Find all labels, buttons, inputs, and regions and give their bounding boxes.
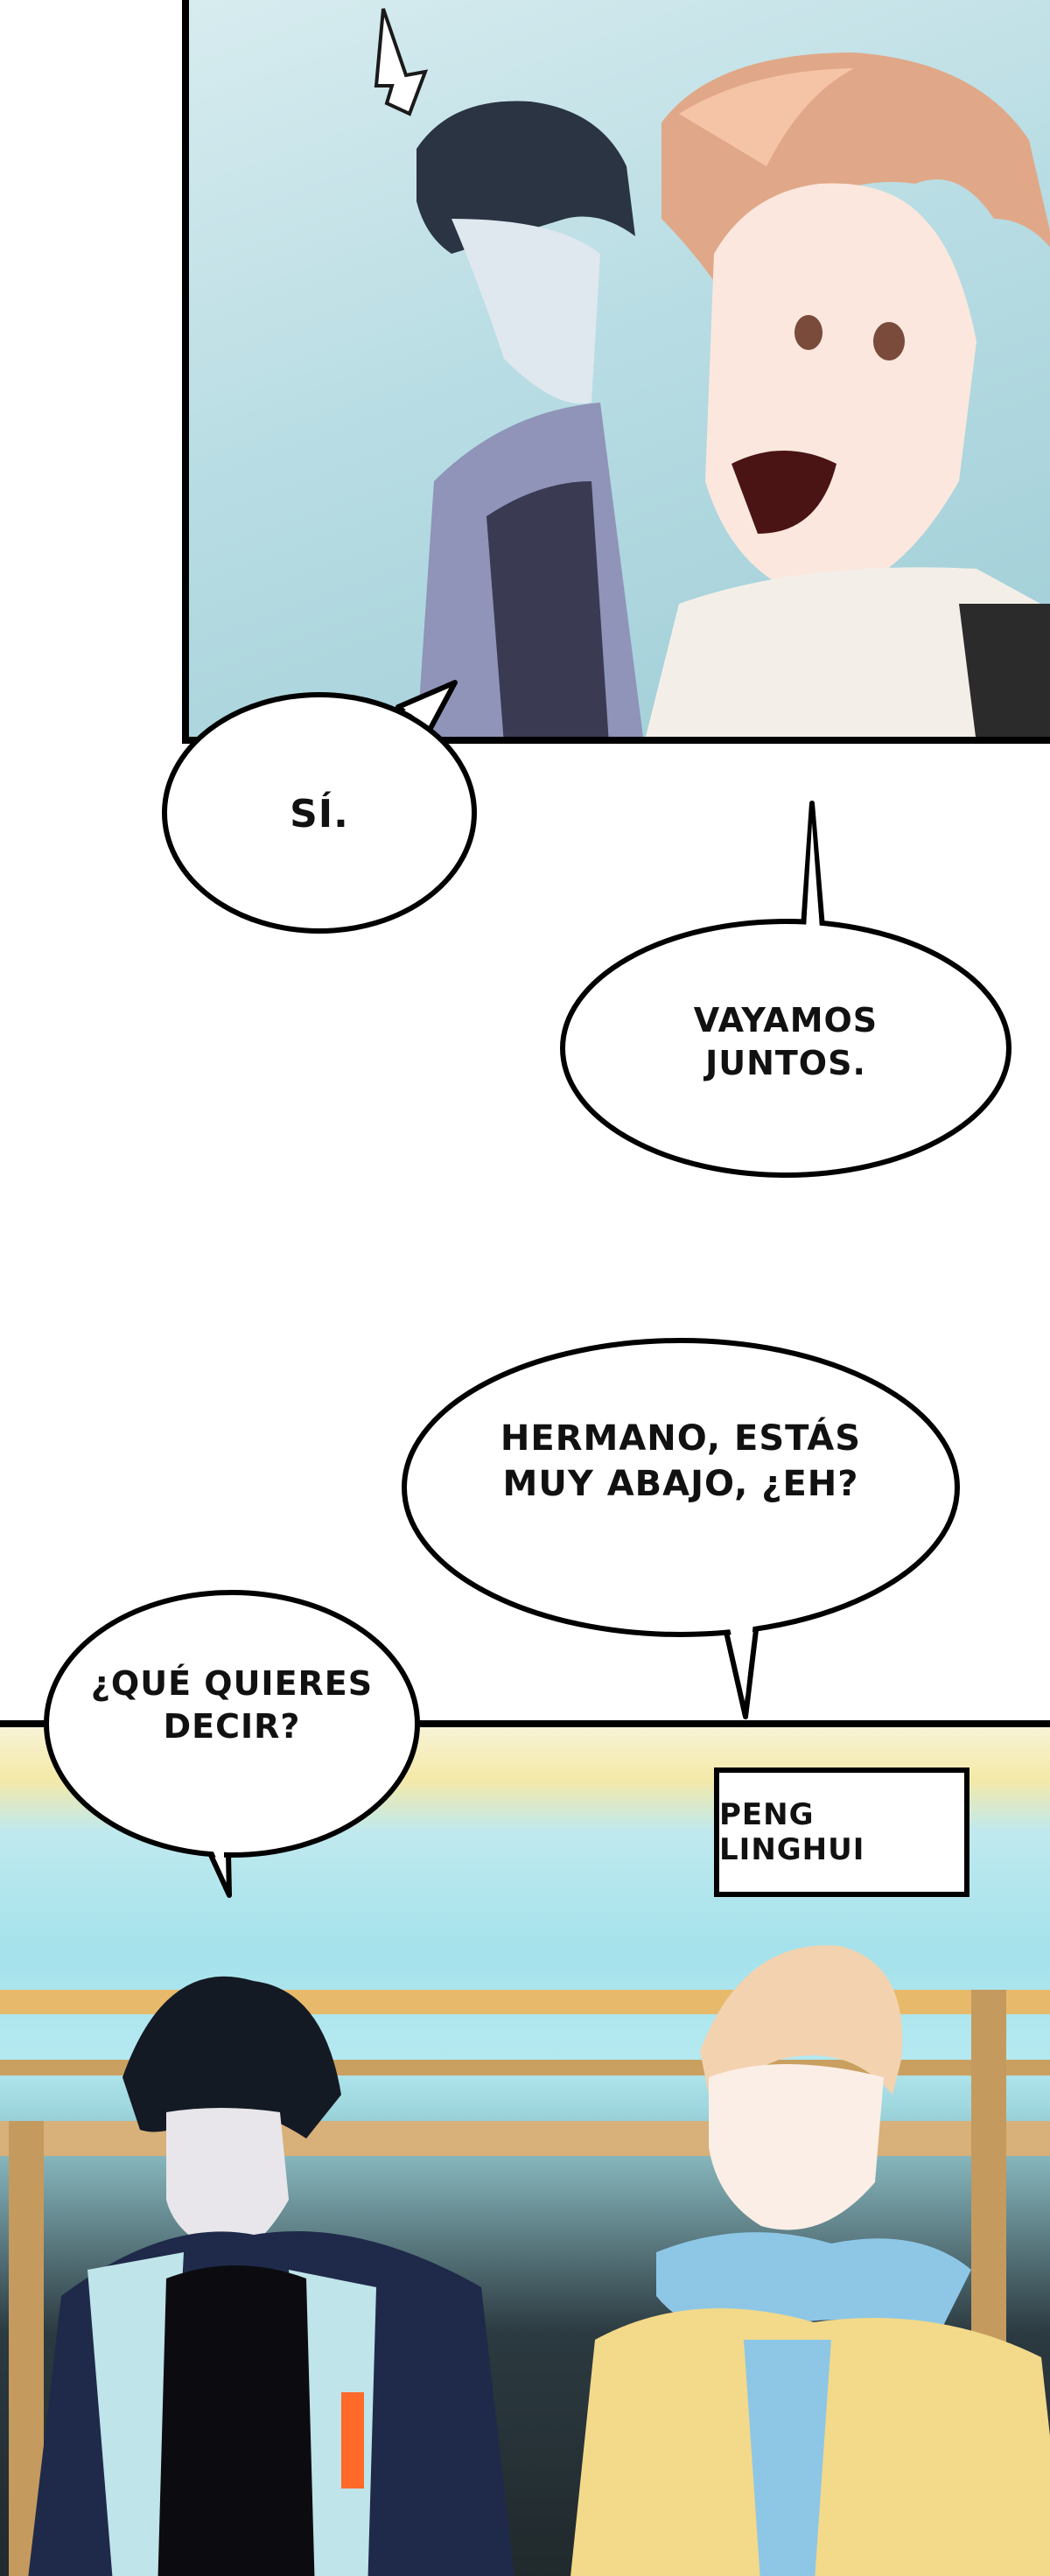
speech-bubble-que-quieres-text: ¿QUÉ QUIERES DECIR? [90,1664,374,1746]
speech-bubble-vayamos-text: VAYAMOS JUNTOS. [693,1001,878,1083]
character-right-hair [700,1945,903,2095]
panel-top-art [374,8,1050,737]
character-right-face [709,2064,884,2230]
surprise-mark [374,8,429,116]
speech-bubble-si-text: SÍ. [290,792,349,836]
panel-bottom-art [0,1945,1050,2576]
character-left-face [166,2108,289,2254]
speech-bubble-vayamos [560,801,1012,1178]
character-left-hair [122,1976,341,2138]
character-name-caption-text: PENG LINGHUI [719,1797,865,1867]
character-orange-face [705,183,976,596]
character-name-caption: PENG LINGHUI [714,1768,970,1897]
speech-bubble-hermano [402,1338,960,1719]
character-dark-face [452,219,600,404]
speech-bubble-hermano-text: HERMANO, ESTÁS MUY ABAJO, ¿EH? [500,1418,862,1504]
character-dark-hair [416,101,635,254]
panel-top [182,0,1050,744]
character-orange-body [646,567,1050,737]
